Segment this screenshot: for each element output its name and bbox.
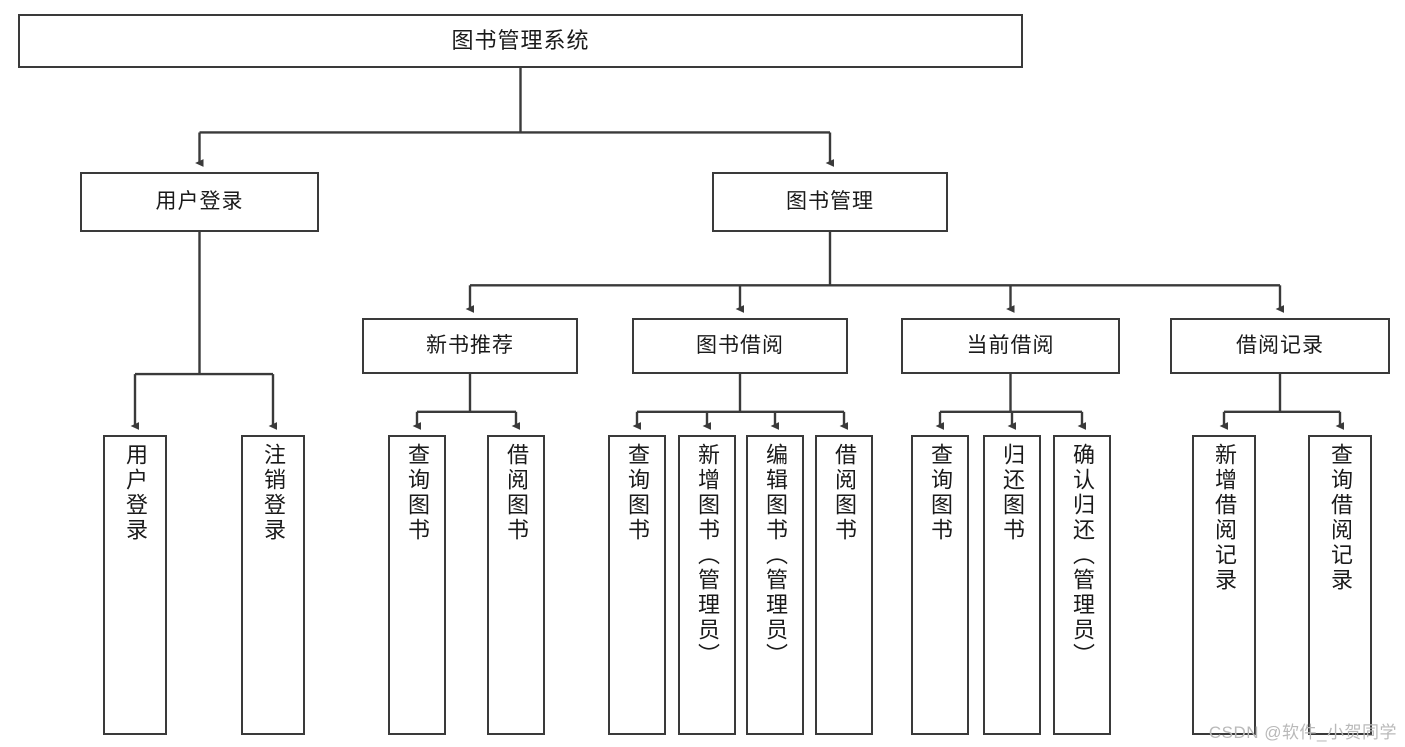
node-book-manage[interactable]: 图书管理 bbox=[712, 172, 948, 232]
node-root[interactable]: 图书管理系统 bbox=[18, 14, 1023, 68]
node-current-borrow-label: 当前借阅 bbox=[966, 334, 1055, 358]
node-leaf-borrow-add-label: 新增图书（管理员） bbox=[695, 443, 720, 668]
node-leaf-user-logout-label: 注销登录 bbox=[261, 443, 286, 543]
node-leaf-cur-query[interactable]: 查询图书 bbox=[911, 435, 969, 735]
node-leaf-user-login[interactable]: 用户登录 bbox=[103, 435, 167, 735]
node-new-book-rec[interactable]: 新书推荐 bbox=[362, 318, 578, 374]
node-leaf-cur-return[interactable]: 归还图书 bbox=[983, 435, 1041, 735]
node-current-borrow[interactable]: 当前借阅 bbox=[901, 318, 1120, 374]
node-leaf-cur-confirm-label: 确认归还（管理员） bbox=[1070, 443, 1095, 668]
node-leaf-rec-borrow-label: 借阅图书 bbox=[504, 443, 529, 543]
node-book-borrow-label: 图书借阅 bbox=[696, 334, 784, 358]
node-leaf-cur-return-label: 归还图书 bbox=[1000, 443, 1025, 543]
node-leaf-user-logout[interactable]: 注销登录 bbox=[241, 435, 305, 735]
node-leaf-user-login-label: 用户登录 bbox=[123, 443, 148, 543]
node-leaf-borrow-edit[interactable]: 编辑图书（管理员） bbox=[746, 435, 804, 735]
node-leaf-borrow-query-label: 查询图书 bbox=[625, 443, 650, 543]
node-leaf-borrow-lend[interactable]: 借阅图书 bbox=[815, 435, 873, 735]
node-root-label: 图书管理系统 bbox=[451, 27, 590, 53]
node-leaf-borrow-add[interactable]: 新增图书（管理员） bbox=[678, 435, 736, 735]
node-leaf-rec-query[interactable]: 查询图书 bbox=[388, 435, 446, 735]
node-leaf-borrow-query[interactable]: 查询图书 bbox=[608, 435, 666, 735]
node-leaf-cur-query-label: 查询图书 bbox=[928, 443, 953, 543]
node-borrow-record[interactable]: 借阅记录 bbox=[1170, 318, 1390, 374]
node-leaf-rec-search[interactable]: 查询借阅记录 bbox=[1308, 435, 1372, 735]
node-leaf-cur-confirm[interactable]: 确认归还（管理员） bbox=[1053, 435, 1111, 735]
node-book-borrow[interactable]: 图书借阅 bbox=[632, 318, 848, 374]
node-new-book-rec-label: 新书推荐 bbox=[426, 334, 514, 358]
node-book-manage-label: 图书管理 bbox=[786, 190, 874, 214]
node-borrow-record-label: 借阅记录 bbox=[1236, 334, 1324, 358]
node-leaf-rec-search-label: 查询借阅记录 bbox=[1328, 443, 1353, 593]
node-leaf-borrow-lend-label: 借阅图书 bbox=[832, 443, 857, 543]
node-user-login-label: 用户登录 bbox=[155, 190, 244, 214]
node-leaf-rec-borrow[interactable]: 借阅图书 bbox=[487, 435, 545, 735]
node-leaf-borrow-edit-label: 编辑图书（管理员） bbox=[763, 443, 788, 668]
node-user-login[interactable]: 用户登录 bbox=[80, 172, 319, 232]
watermark: CSDN @软件_小贺同学 bbox=[1208, 723, 1397, 742]
node-leaf-rec-query-label: 查询图书 bbox=[405, 443, 430, 543]
node-leaf-rec-add-label: 新增借阅记录 bbox=[1212, 443, 1237, 593]
node-leaf-rec-add[interactable]: 新增借阅记录 bbox=[1192, 435, 1256, 735]
